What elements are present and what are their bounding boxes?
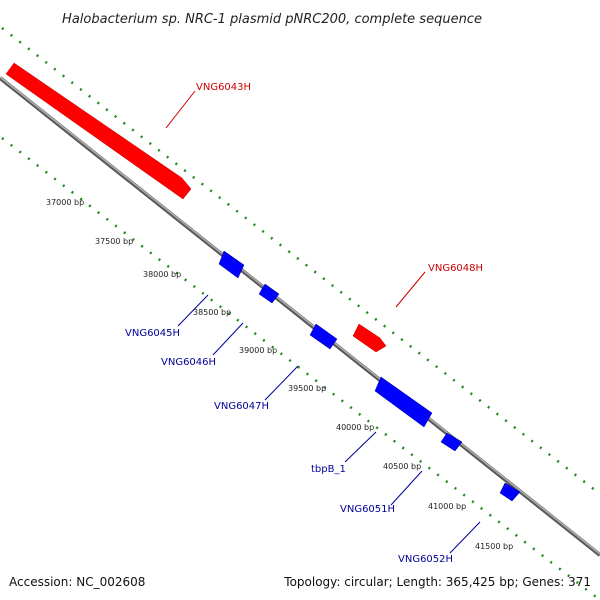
tick-label: 39000 bp: [239, 346, 277, 355]
gene-arrow-vng6047h[interactable]: [309, 323, 338, 350]
gene-label-vng6043h[interactable]: VNG6043H: [196, 82, 251, 93]
leader-tbpb-1: [344, 431, 377, 463]
map-title: Halobacterium sp. NRC-1 plasmid pNRC200,…: [62, 12, 482, 27]
leader-vng6051h: [390, 470, 423, 506]
tick-label: 38500 bp: [193, 308, 231, 317]
leader-vng6048h: [395, 271, 426, 308]
gene-label-vng6048h[interactable]: VNG6048H: [428, 263, 483, 274]
tick-label: 40000 bp: [336, 423, 374, 432]
gene-arrow-tbpb-1[interactable]: [374, 376, 433, 428]
leader-vng6045h: [177, 294, 209, 327]
gene-arrow-vng6048h[interactable]: [352, 323, 387, 353]
gene-arrow-vng6046h[interactable]: [258, 283, 280, 304]
leader-vng6046h: [212, 322, 244, 356]
tick-label: 37500 bp: [95, 237, 133, 246]
tick-label: 41500 bp: [475, 542, 513, 551]
gene-label-vng6052h[interactable]: VNG6052H: [398, 554, 453, 565]
sequence-backbone-highlight: [0, 76, 600, 555]
gene-label-vng6047h[interactable]: VNG6047H: [214, 401, 269, 412]
tick-label: 40500 bp: [383, 462, 421, 471]
gene-arrow-vng6052h[interactable]: [499, 482, 521, 502]
inner-tick-track: [1, 137, 600, 600]
tick-label: 37000 bp: [46, 198, 84, 207]
gene-arrow-vng6045h[interactable]: [218, 250, 245, 279]
tick-label: 39500 bp: [288, 384, 326, 393]
outer-tick-track: [1, 27, 600, 495]
leader-vng6047h: [264, 365, 299, 401]
gene-label-vng6051h[interactable]: VNG6051H: [340, 504, 395, 515]
leader-vng6043h: [165, 90, 196, 129]
leader-vng6052h: [449, 521, 481, 554]
topology-text: Topology: circular; Length: 365,425 bp; …: [283, 575, 591, 589]
gene-arrow-vng6051h[interactable]: [440, 432, 463, 452]
tick-label: 38000 bp: [143, 270, 181, 279]
sequence-backbone: [0, 76, 600, 557]
gene-label-tbpb-1[interactable]: tbpB_1: [311, 464, 346, 475]
gene-arrow-vng6043h[interactable]: [5, 62, 192, 200]
gene-label-vng6046h[interactable]: VNG6046H: [161, 357, 216, 368]
gene-label-vng6045h[interactable]: VNG6045H: [125, 328, 180, 339]
tick-label: 41000 bp: [428, 502, 466, 511]
accession-text: Accession: NC_002608: [9, 575, 145, 589]
